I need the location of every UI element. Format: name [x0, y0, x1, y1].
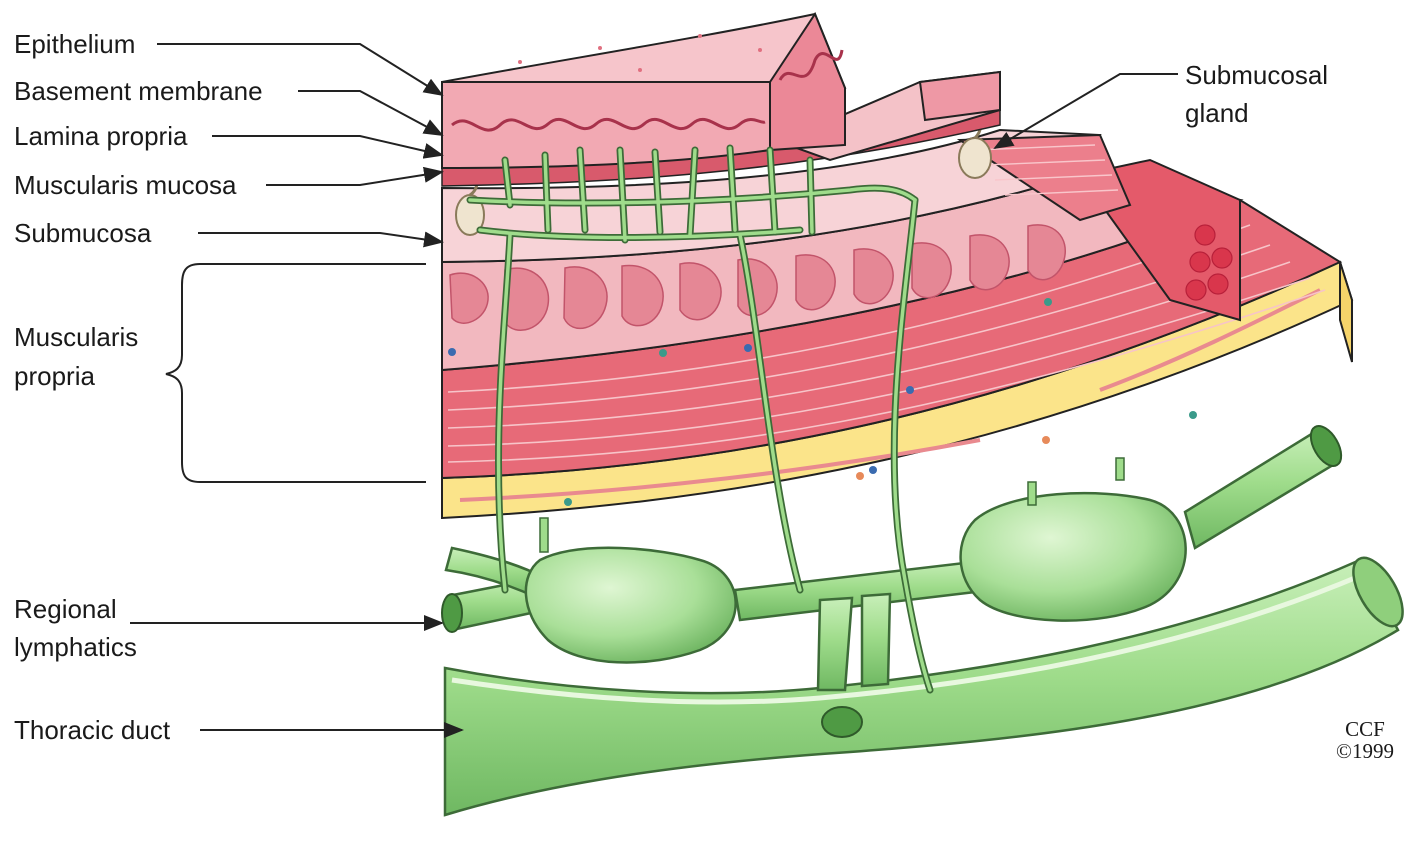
label-muscularis-propria-line1: Muscularis: [14, 318, 138, 356]
label-lamina-propria: Lamina propria: [14, 117, 187, 155]
label-submucosal-gland-line1: Submucosal: [1185, 56, 1328, 94]
label-muscularis-propria-line2: propria: [14, 357, 95, 395]
credit-line1: CCF: [1328, 718, 1402, 740]
muscularis-propria-bracket: [166, 264, 426, 482]
credit: CCF ©1999: [1328, 718, 1402, 762]
label-basement-membrane: Basement membrane: [14, 72, 263, 110]
credit-line2: ©1999: [1328, 740, 1402, 762]
label-submucosal-gland-line2: gland: [1185, 94, 1249, 132]
label-thoracic-duct: Thoracic duct: [14, 711, 170, 749]
label-epithelium: Epithelium: [14, 25, 135, 63]
label-regional-lymphatics-line1: Regional: [14, 590, 117, 628]
label-muscularis-mucosa: Muscularis mucosa: [14, 166, 237, 204]
label-submucosa: Submucosa: [14, 214, 151, 252]
label-regional-lymphatics-line2: lymphatics: [14, 628, 137, 666]
